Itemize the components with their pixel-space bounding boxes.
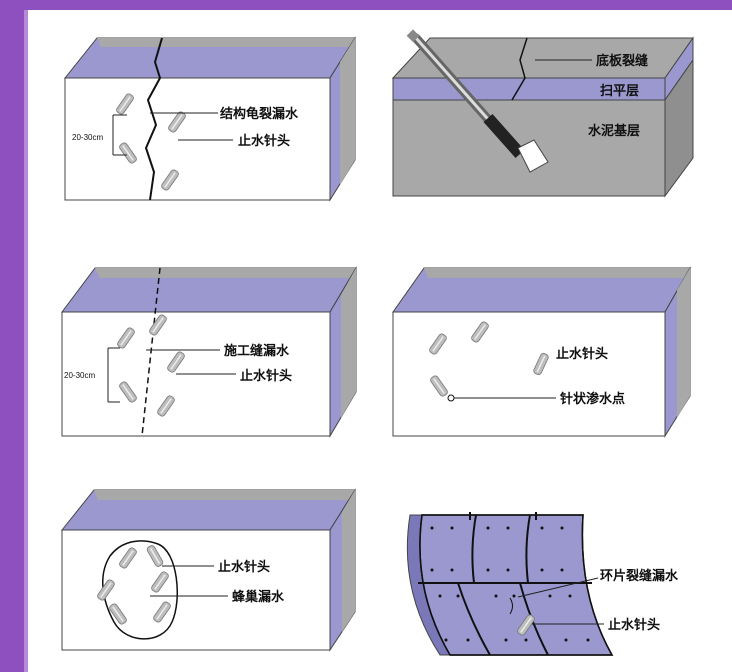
frame-left: [0, 0, 24, 672]
label-construction-joint: 施工缝漏水: [224, 343, 290, 359]
label-needle: 止水针头: [608, 617, 660, 633]
label-structure-crack: 结构龟裂漏水: [220, 106, 299, 122]
label-pinhole-seepage: 针状渗水点: [559, 391, 625, 407]
joint-line: [141, 267, 161, 437]
panel-tunnel-segment: 环片裂缝漏水 止水针头: [406, 512, 679, 656]
bolt-holes: [430, 526, 590, 642]
label-ring-crack: 环片裂缝漏水: [600, 568, 679, 584]
seepage-point: [447, 394, 455, 402]
ring-crack: [509, 597, 513, 615]
floor-crack-line: [511, 37, 528, 101]
panel-honeycomb: 止水针头 蜂巢漏水: [60, 488, 356, 652]
label-needle: 止水针头: [238, 133, 290, 149]
dimension-label: 20-30cm: [72, 133, 103, 142]
panel-construction-joint: 20-30cm 施工缝漏水 止水针头: [61, 266, 357, 438]
label-needle: 止水针头: [240, 368, 292, 384]
label-honeycomb: 蜂巢漏水: [232, 589, 285, 605]
panel-pinhole-seepage: 止水针头 针状渗水点: [392, 266, 691, 438]
label-cement-base: 水泥基层: [588, 123, 640, 139]
dimension-label: 20-30cm: [64, 371, 95, 380]
panel-structure-crack: 20-30cm 结构龟裂漏水 止水针头: [63, 36, 356, 202]
injection-gun-icon: [406, 29, 549, 173]
label-needle: 止水针头: [556, 346, 608, 362]
panel-floor-crack: 底板裂缝 扫平层 水泥基层: [391, 29, 694, 198]
segment-surface: [419, 514, 614, 656]
label-needle: 止水针头: [218, 559, 270, 575]
honeycomb-outline: [102, 540, 178, 640]
label-leveling-layer: 扫平层: [600, 83, 639, 99]
frame-top: [0, 0, 732, 10]
label-floor-crack: 底板裂缝: [596, 53, 648, 69]
